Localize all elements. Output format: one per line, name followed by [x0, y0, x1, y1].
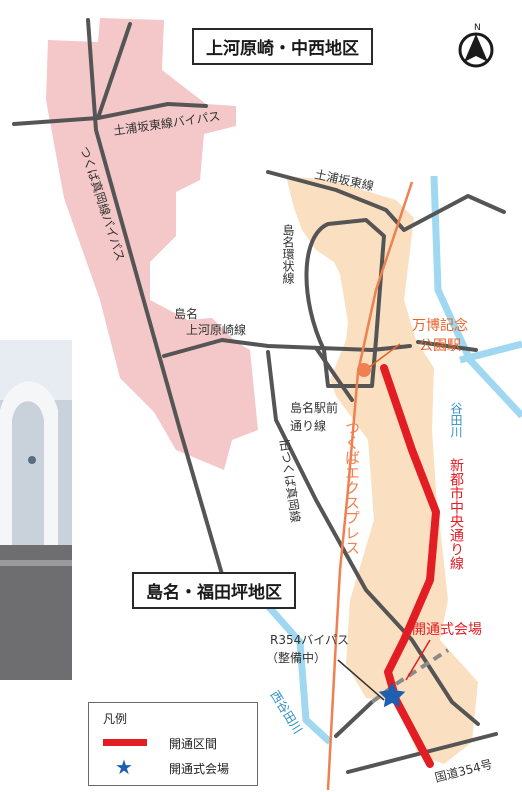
district-area-south	[286, 176, 478, 764]
label-venue: 開通式会場	[412, 622, 482, 638]
photo-road	[0, 545, 72, 680]
label-r354-bypass: R354バイパス	[270, 633, 349, 647]
road-tsuchiura-bypass-east	[166, 102, 208, 108]
station-marker	[357, 363, 371, 377]
label-kamikawara-line: 上河原崎線	[186, 322, 246, 337]
road-northwest-spur	[96, 22, 132, 120]
compass-letter: N	[474, 23, 481, 33]
road-r354-bypass-west	[334, 700, 374, 738]
legend-venue-star-icon: ★	[115, 755, 133, 779]
legend-open-section-label: 開通区間	[169, 737, 218, 751]
legend: 凡例 開通区間 ★ 開通式会場	[88, 702, 258, 786]
road-shimana-kamikawara	[162, 338, 412, 358]
label-shintoshi: 新都市中央通り線	[448, 458, 464, 570]
label-river-west: 西谷田川	[267, 688, 304, 736]
venue-callout-line	[405, 639, 431, 681]
district-label-north: 上河原崎・中西地区	[192, 28, 373, 65]
compass-north-arrow-icon	[458, 32, 494, 68]
river-east-line	[430, 175, 522, 419]
photo-emblem	[28, 456, 36, 464]
station-callout-line	[367, 343, 401, 369]
road-east-link	[416, 340, 478, 352]
road-r354-bypass-planned	[370, 648, 450, 704]
label-shimana-ring: 島名環状線	[281, 223, 295, 284]
road-shimana-station	[314, 346, 354, 402]
label-station-line1: 万博記念	[412, 317, 468, 334]
road-tsukuba-bypass	[86, 18, 228, 590]
photo-rail	[0, 560, 72, 566]
label-station-road-2: 通り線	[290, 418, 326, 433]
label-station-line2: 公園駅	[419, 338, 461, 354]
road-tsuchiura	[266, 170, 506, 232]
venue-star-icon	[378, 682, 406, 708]
r354-callout-line	[337, 659, 385, 701]
label-r354-status: （整備中）	[266, 650, 326, 665]
district-area-north	[46, 18, 258, 470]
photo-structure	[0, 381, 58, 545]
photo-inset	[0, 340, 72, 680]
rail-tsukuba-express	[326, 181, 414, 791]
legend-venue-label: 開通式会場	[169, 762, 230, 776]
label-old-tsukuba: 旧つくば真岡線	[277, 438, 304, 523]
label-tsukuba-express: つくばエクスプレス	[343, 420, 361, 555]
district-label-south: 島名・福田坪地区	[132, 572, 296, 609]
label-station-road-1: 島名駅前	[290, 400, 338, 415]
road-old-tsukuba	[266, 350, 480, 726]
river-northeast-line	[459, 340, 522, 364]
legend-open-section-swatch	[103, 739, 147, 746]
label-river-east: 谷田川	[449, 402, 463, 438]
legend-title: 凡例	[103, 712, 128, 726]
label-shimana: 島名	[174, 306, 198, 321]
river-west-line	[249, 585, 333, 745]
